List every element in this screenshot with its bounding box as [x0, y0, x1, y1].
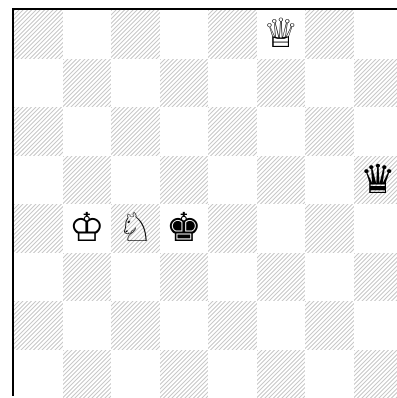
square-f6[interactable] — [257, 107, 306, 156]
square-c3[interactable] — [111, 253, 160, 302]
square-h4[interactable] — [354, 204, 397, 253]
square-g6[interactable] — [305, 107, 354, 156]
white-queen-icon[interactable]: ♕ — [263, 14, 299, 54]
square-h5[interactable]: ♛ — [354, 156, 397, 205]
square-e8[interactable] — [208, 10, 257, 59]
square-h1[interactable] — [354, 350, 397, 398]
square-a5[interactable] — [14, 156, 63, 205]
square-d6[interactable] — [160, 107, 209, 156]
square-e3[interactable] — [208, 253, 257, 302]
black-queen-icon[interactable]: ♛ — [360, 160, 396, 200]
square-c4[interactable]: ♘ — [111, 204, 160, 253]
square-d2[interactable] — [160, 301, 209, 350]
square-b1[interactable] — [63, 350, 112, 398]
white-knight-icon[interactable]: ♘ — [117, 208, 153, 248]
square-b7[interactable] — [63, 59, 112, 108]
square-f4[interactable] — [257, 204, 306, 253]
square-d5[interactable] — [160, 156, 209, 205]
square-h3[interactable] — [354, 253, 397, 302]
square-f2[interactable] — [257, 301, 306, 350]
square-c8[interactable] — [111, 10, 160, 59]
square-h7[interactable] — [354, 59, 397, 108]
square-c7[interactable] — [111, 59, 160, 108]
square-f1[interactable] — [257, 350, 306, 398]
square-h6[interactable] — [354, 107, 397, 156]
square-f5[interactable] — [257, 156, 306, 205]
square-d1[interactable] — [160, 350, 209, 398]
square-b3[interactable] — [63, 253, 112, 302]
square-e4[interactable] — [208, 204, 257, 253]
square-a4[interactable] — [14, 204, 63, 253]
square-c1[interactable] — [111, 350, 160, 398]
square-c6[interactable] — [111, 107, 160, 156]
square-a7[interactable] — [14, 59, 63, 108]
square-g5[interactable] — [305, 156, 354, 205]
square-a8[interactable] — [14, 10, 63, 59]
square-e2[interactable] — [208, 301, 257, 350]
square-e5[interactable] — [208, 156, 257, 205]
square-f3[interactable] — [257, 253, 306, 302]
white-king-icon[interactable]: ♔ — [69, 208, 105, 248]
square-h2[interactable] — [354, 301, 397, 350]
square-g8[interactable] — [305, 10, 354, 59]
square-b6[interactable] — [63, 107, 112, 156]
square-h8[interactable] — [354, 10, 397, 59]
square-g2[interactable] — [305, 301, 354, 350]
square-f8[interactable]: ♕ — [257, 10, 306, 59]
square-a2[interactable] — [14, 301, 63, 350]
square-d8[interactable] — [160, 10, 209, 59]
square-c2[interactable] — [111, 301, 160, 350]
square-d3[interactable] — [160, 253, 209, 302]
square-b5[interactable] — [63, 156, 112, 205]
square-e1[interactable] — [208, 350, 257, 398]
chess-board: ♕ ♛ ♔ ♘ ♚ — [12, 8, 397, 396]
square-d4[interactable]: ♚ — [160, 204, 209, 253]
square-c5[interactable] — [111, 156, 160, 205]
square-e6[interactable] — [208, 107, 257, 156]
square-b2[interactable] — [63, 301, 112, 350]
black-king-icon[interactable]: ♚ — [166, 208, 202, 248]
square-d7[interactable] — [160, 59, 209, 108]
square-g3[interactable] — [305, 253, 354, 302]
square-g7[interactable] — [305, 59, 354, 108]
square-a3[interactable] — [14, 253, 63, 302]
square-a1[interactable] — [14, 350, 63, 398]
square-b4[interactable]: ♔ — [63, 204, 112, 253]
square-e7[interactable] — [208, 59, 257, 108]
square-g4[interactable] — [305, 204, 354, 253]
square-g1[interactable] — [305, 350, 354, 398]
square-a6[interactable] — [14, 107, 63, 156]
square-b8[interactable] — [63, 10, 112, 59]
square-f7[interactable] — [257, 59, 306, 108]
